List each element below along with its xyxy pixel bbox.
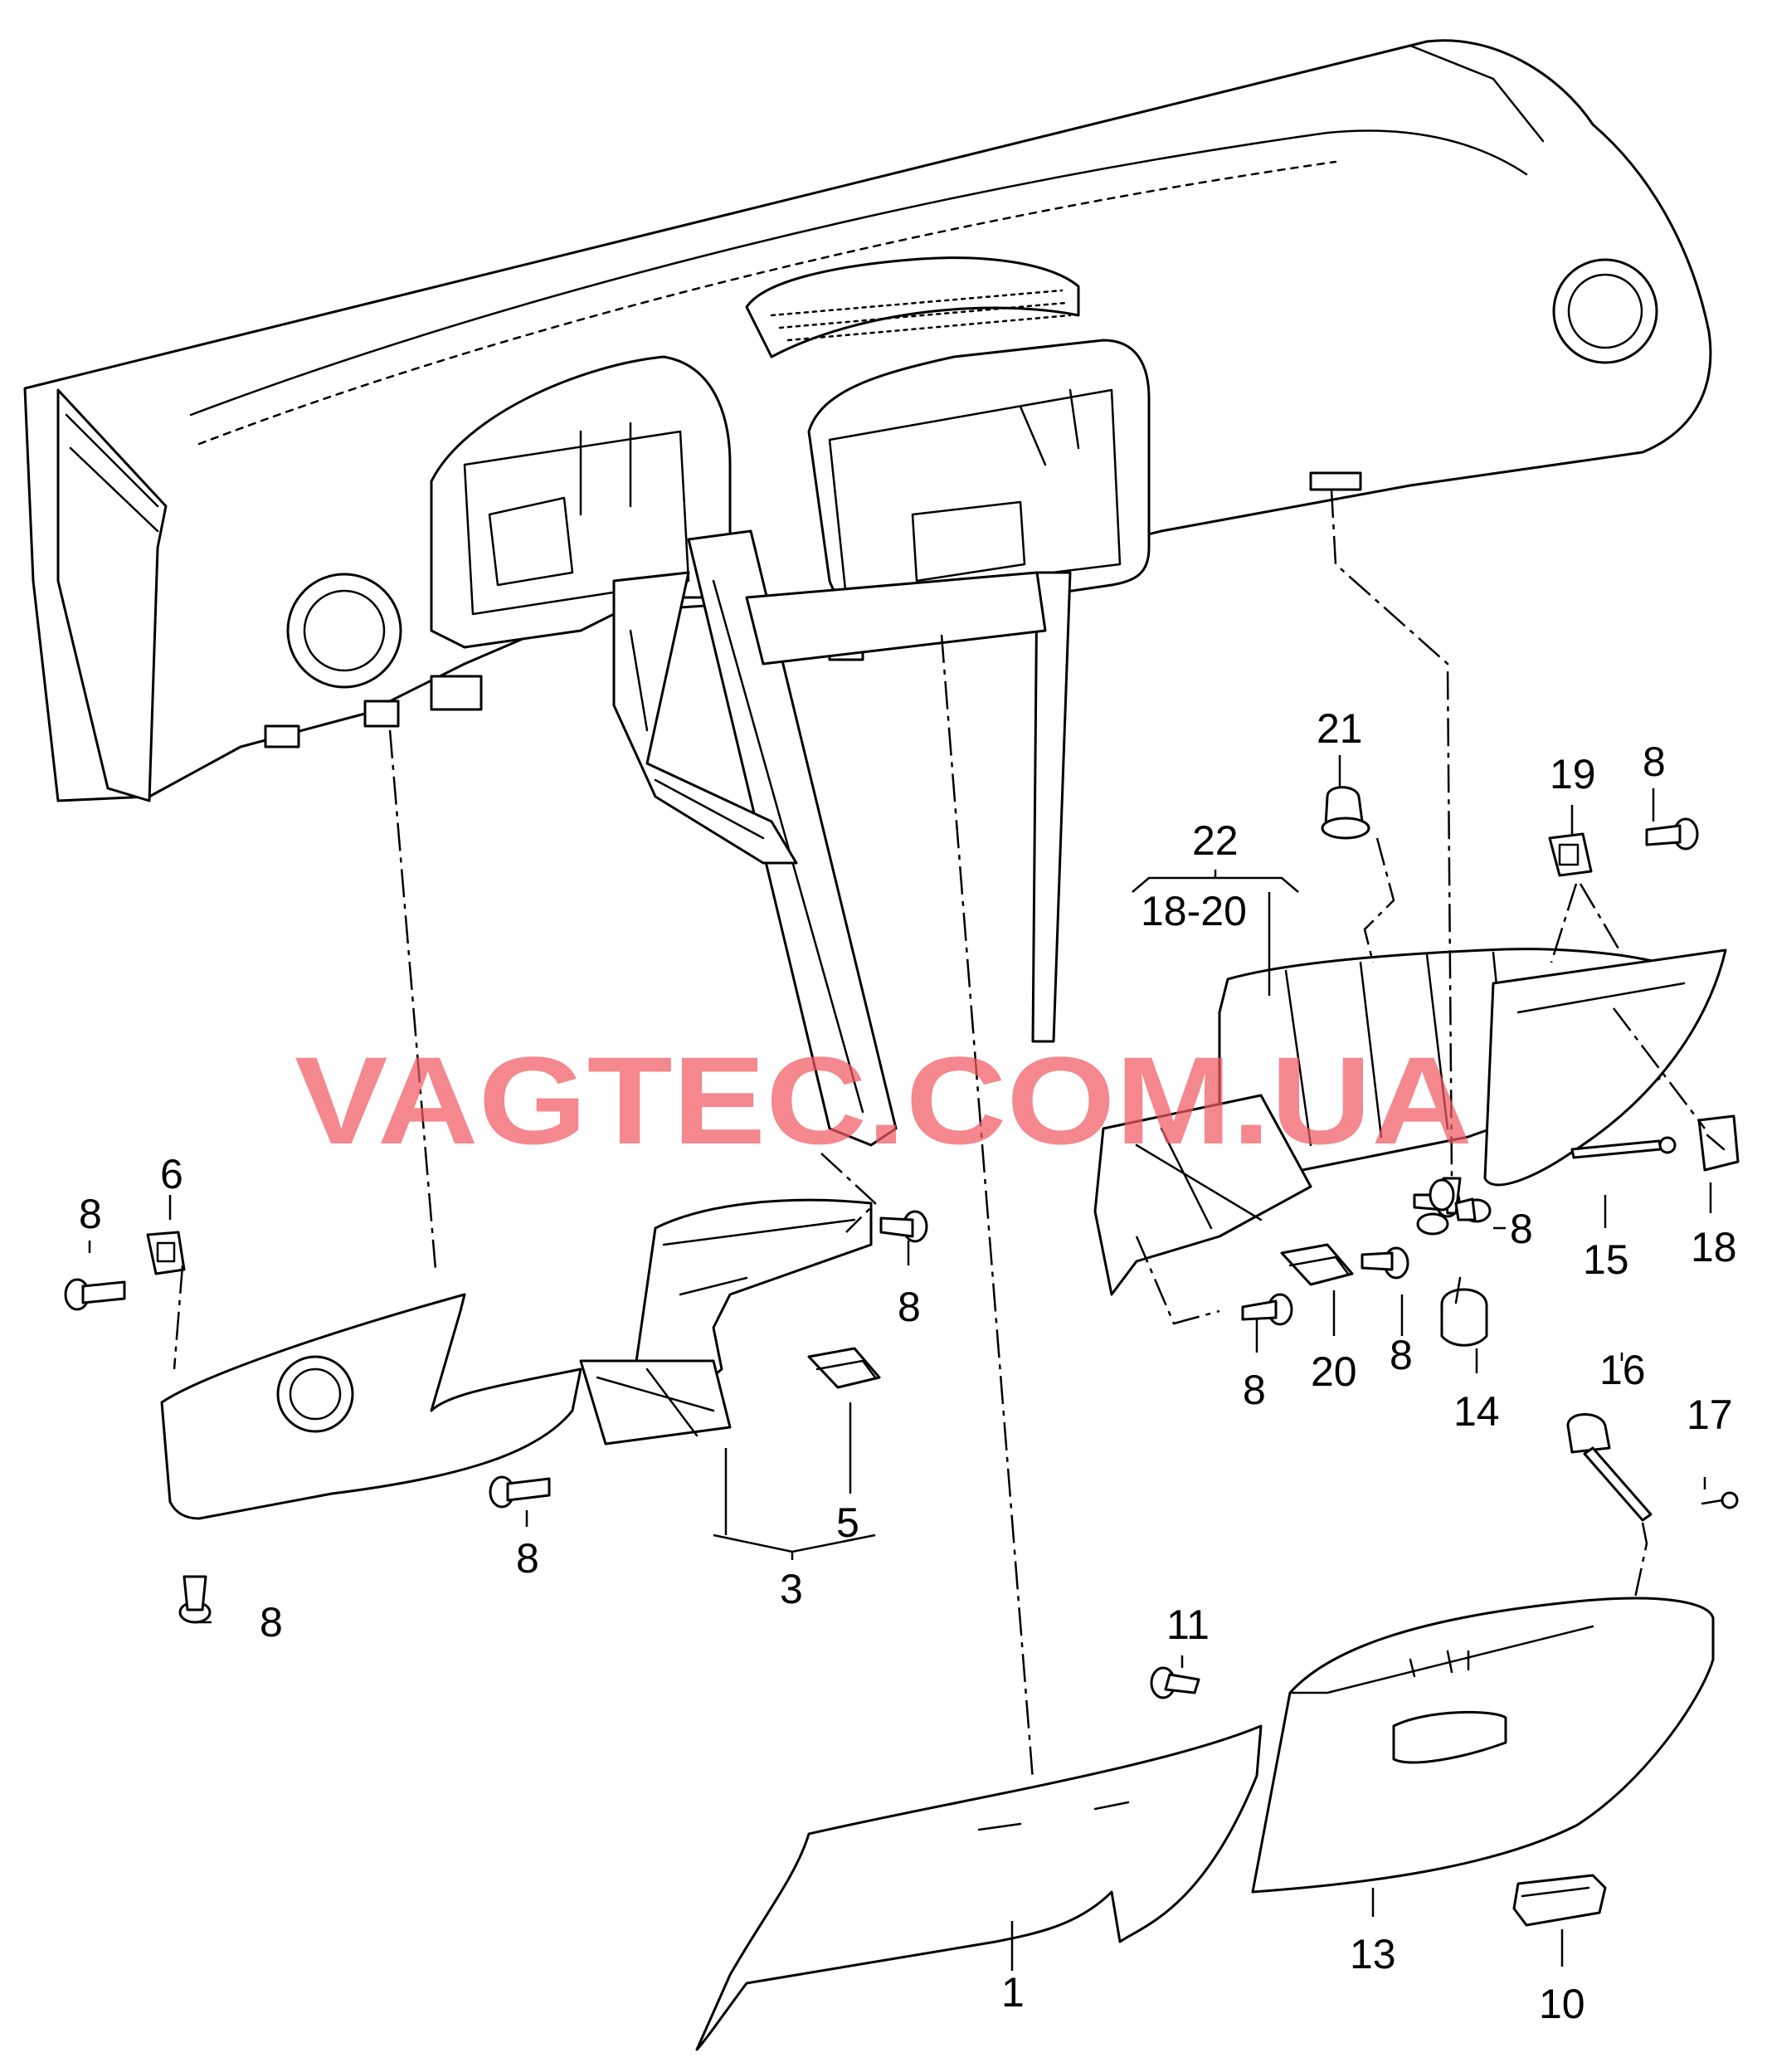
leader-lines: [88, 755, 1712, 1971]
callout-17: 17: [1687, 1392, 1733, 1438]
callout-15: 15: [1583, 1236, 1629, 1283]
callout-10: 10: [1539, 1981, 1585, 2027]
callout-8-right-low: 8: [1243, 1367, 1266, 1413]
part-3-knee-bolster-trim: [160, 1198, 873, 1520]
callout-22: 22: [1192, 817, 1239, 864]
part-6-clip-nut: [146, 1231, 186, 1275]
callout-19: 19: [1550, 751, 1596, 797]
callout-8-centre: 8: [898, 1284, 921, 1330]
callout-5: 5: [836, 1499, 859, 1546]
callout-labels: 1 3 5 6 8 8 8 8 10 11 13 14 15 16 17 18 …: [79, 705, 1737, 2027]
part-1-lower-trim-panel: [695, 1724, 1263, 2051]
callout-16: 16: [1599, 1347, 1646, 1393]
callout-20: 20: [1311, 1348, 1357, 1395]
part-17-screw: [1701, 1491, 1739, 1509]
part-5-clip: [807, 1347, 881, 1389]
callout-8-bottom-left: 8: [260, 1599, 283, 1645]
part-13-glove-box: [1251, 1597, 1715, 1894]
part-14-switch: [1440, 1276, 1488, 1347]
part-19-clip-nut: [1548, 832, 1593, 877]
part-15-pin: [1570, 1136, 1677, 1159]
part-11-screw: [1150, 1666, 1200, 1699]
callout-3: 3: [780, 1566, 803, 1612]
callout-21: 21: [1317, 705, 1363, 752]
callout-18-20: 18-20: [1141, 888, 1247, 934]
callout-1: 1: [1001, 1969, 1025, 2016]
part-22-airbag-storage-module: [1093, 948, 1727, 1296]
callout-18: 18: [1691, 1224, 1737, 1270]
callout-8-left: 8: [79, 1191, 102, 1237]
dashboard-panel: [23, 39, 1712, 802]
part-10-handle: [1512, 1874, 1607, 1927]
callout-14: 14: [1453, 1388, 1500, 1435]
callout-8-right-mid: 8: [1390, 1332, 1413, 1378]
callout-8-right-top: 8: [1643, 739, 1666, 785]
callout-8-lower: 8: [516, 1535, 539, 1582]
callout-11: 11: [1166, 1602, 1210, 1648]
callout-13: 13: [1350, 1931, 1396, 1977]
part-20-clip: [1280, 1243, 1354, 1286]
part-18-clip-nut: [1697, 1114, 1740, 1172]
callout-6: 6: [160, 1151, 183, 1197]
part-21-mounting-nut: [1321, 786, 1370, 840]
assembly-lines: [173, 489, 1706, 1781]
watermark: VAGTEC.COM.UA: [294, 1031, 1472, 1170]
part-16-damper: [1566, 1413, 1653, 1522]
callout-8-right-side: 8: [1510, 1206, 1533, 1252]
cross-member-support: [612, 529, 1072, 1147]
part-8-screws: [64, 817, 1699, 1624]
